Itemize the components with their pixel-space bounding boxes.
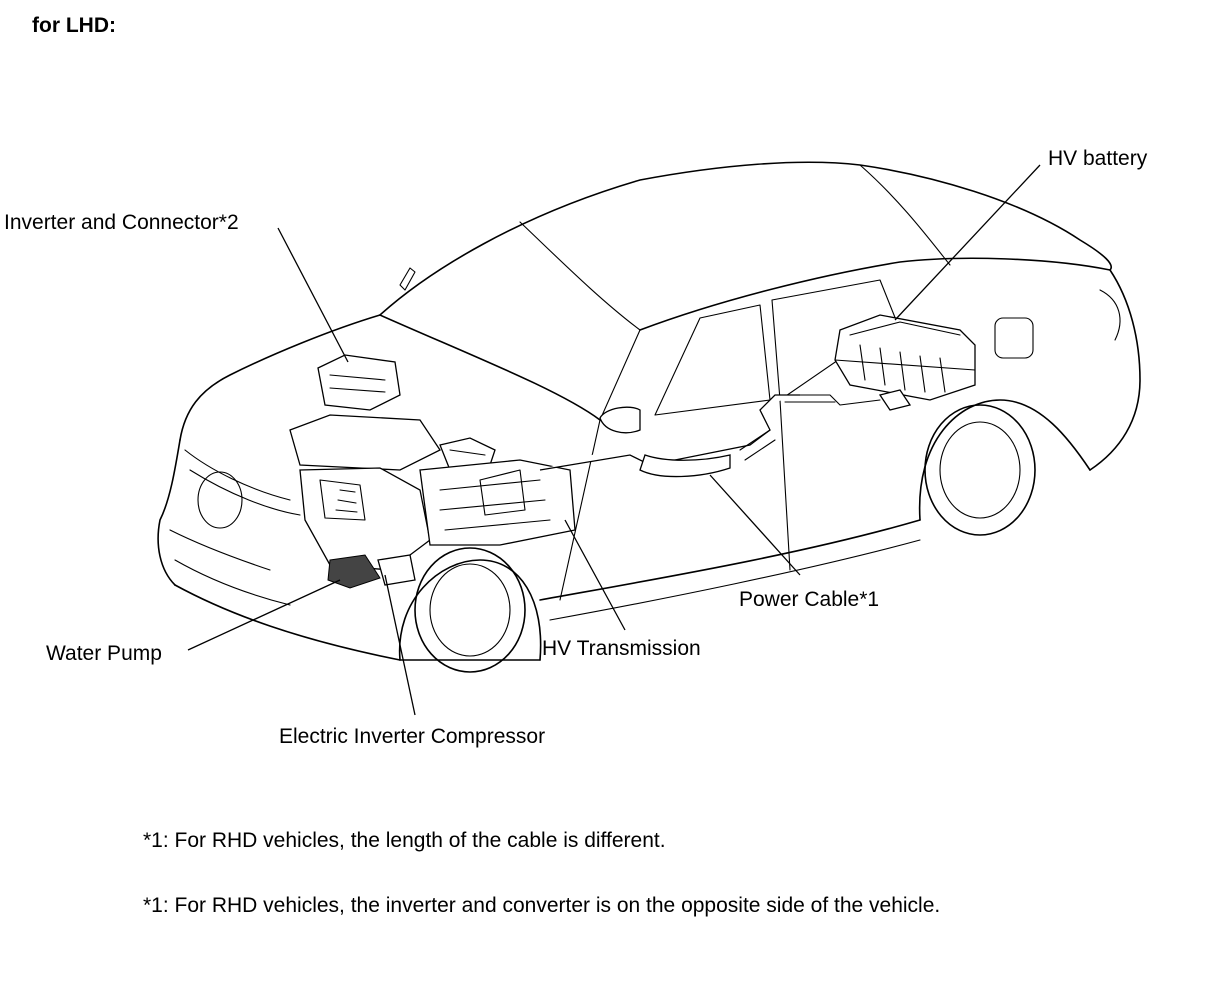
label-compressor: Electric Inverter Compressor (279, 725, 546, 748)
power-cable (539, 394, 881, 478)
leader-hv-transmission (564, 519, 626, 631)
label-water-pump: Water Pump (46, 642, 162, 665)
car-body (157, 161, 1141, 673)
footnote-2: *1: For RHD vehicles, the inverter and c… (143, 894, 941, 917)
leader-compressor (384, 574, 416, 716)
leader-inverter (277, 227, 349, 363)
leader-water-pump (187, 579, 341, 651)
hv-battery (834, 314, 976, 411)
leader-power-cable (709, 474, 801, 576)
engine-components (289, 354, 576, 589)
leader-hv-battery (894, 164, 1041, 321)
page-heading: for LHD: (32, 14, 116, 37)
label-power-cable: Power Cable*1 (739, 588, 880, 611)
footnote-1: *1: For RHD vehicles, the length of the … (143, 829, 666, 852)
leader-lines (187, 164, 1041, 716)
label-hv-battery: HV battery (1048, 147, 1148, 170)
label-hv-transmission: HV Transmission (542, 637, 701, 660)
label-inverter: Inverter and Connector*2 (4, 211, 239, 234)
